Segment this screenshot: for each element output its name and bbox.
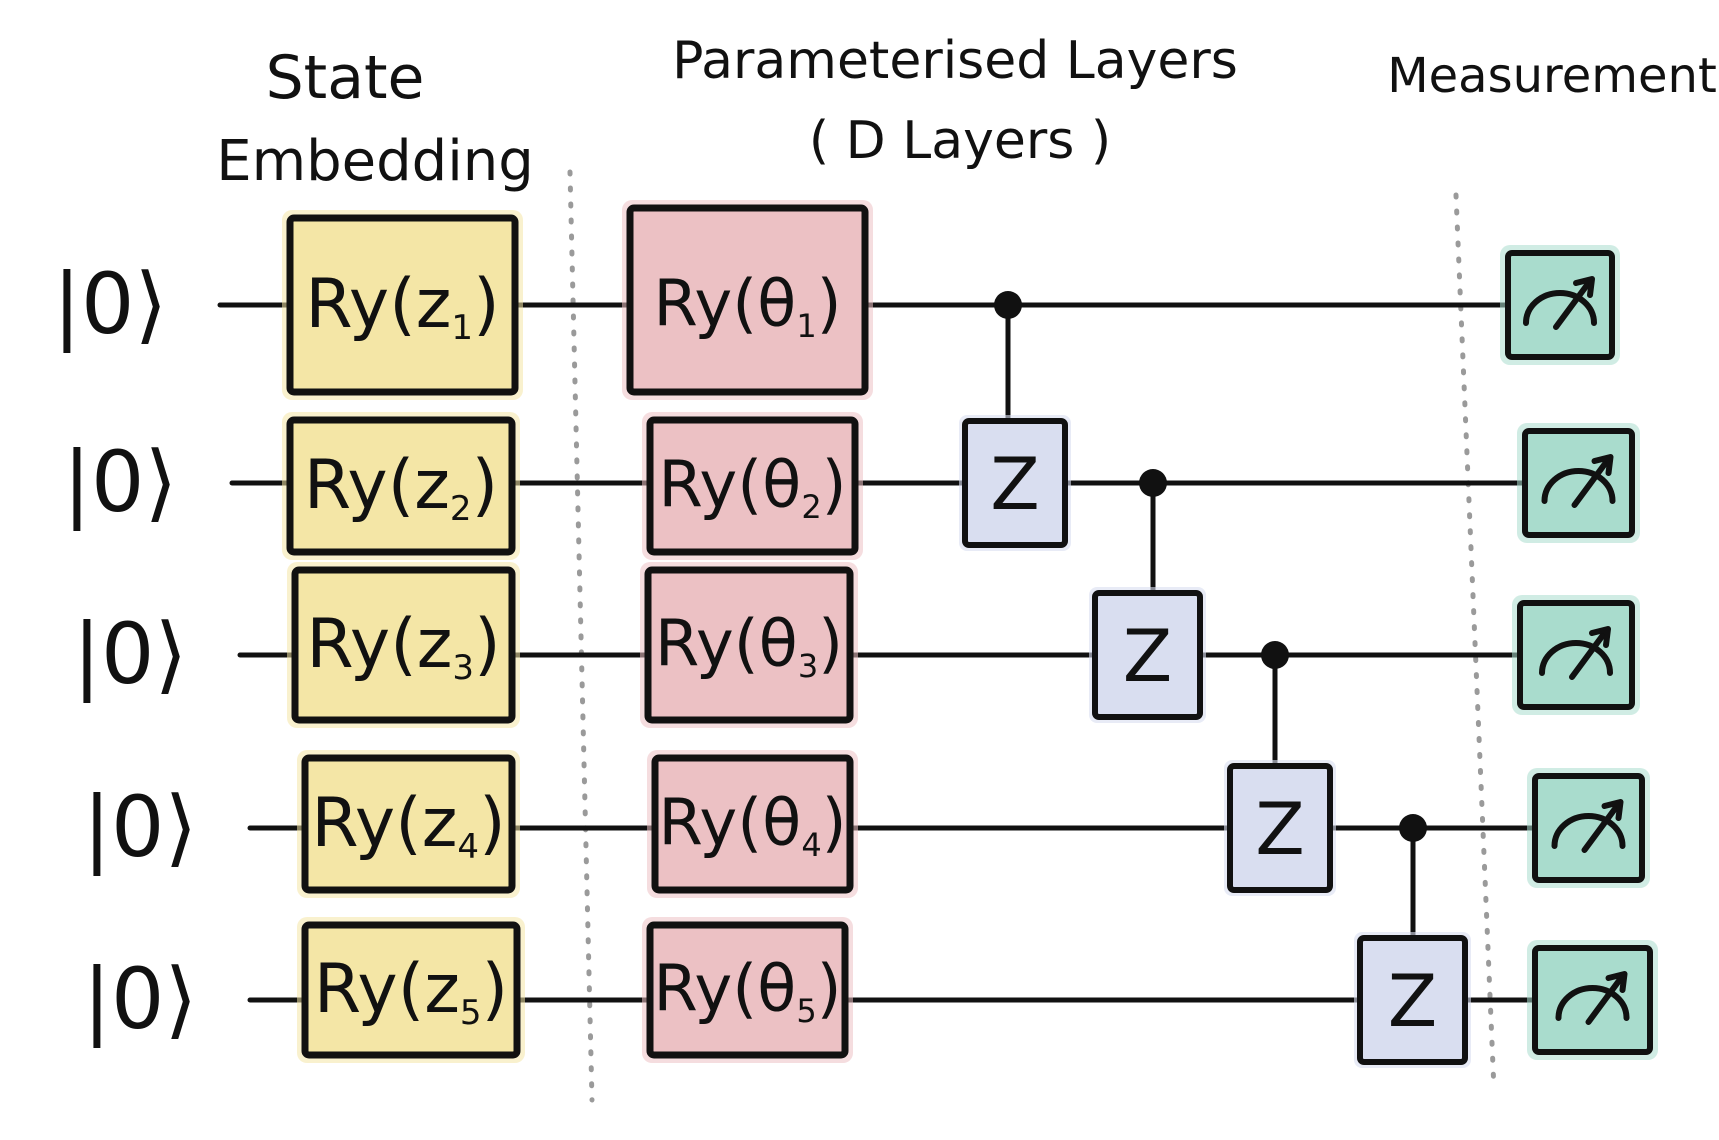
labels-group: |0⟩ |0⟩ |0⟩ |0⟩ |0⟩ Ry(z1) Ry(z2) Ry(z3) Ry(z4) R… xyxy=(53,255,847,1048)
cz-gate-label: Z xyxy=(1255,787,1304,871)
embedding-gate-box xyxy=(301,921,521,1059)
heading-d-layers: ( D Layers ) xyxy=(809,111,1111,171)
meter-arrowhead xyxy=(1605,971,1628,993)
measurement-gate-box xyxy=(1505,250,1615,360)
embedding-gate xyxy=(287,562,520,728)
cz-gate: Z xyxy=(959,415,1071,551)
cz-control-dot xyxy=(994,291,1022,319)
measurement-gate xyxy=(1527,768,1650,888)
meter-arc xyxy=(1555,985,1630,1021)
layer-gate-box xyxy=(626,204,869,396)
meter-needle xyxy=(1571,456,1612,508)
meter-arrowhead xyxy=(1589,626,1611,648)
embedding-gate-box xyxy=(286,416,516,556)
input-ket: |0⟩ xyxy=(83,950,198,1048)
embedding-gate-label: Ry(z4) xyxy=(311,784,505,867)
meter-needle xyxy=(1581,801,1622,853)
meter-arrowhead xyxy=(1601,799,1624,821)
meter-needle xyxy=(1553,278,1593,330)
cz-control-dot xyxy=(1139,469,1167,497)
layer-gate-label: Ry(θ3) xyxy=(655,607,843,685)
input-ket: |0⟩ xyxy=(73,605,188,703)
embedding-gate xyxy=(282,210,523,400)
cz-gate: Z xyxy=(1224,760,1336,896)
layer-gate xyxy=(622,200,873,400)
input-ket: |0⟩ xyxy=(63,433,178,531)
embedding-gate-box xyxy=(291,566,516,724)
cz-gate: Z xyxy=(1354,932,1471,1068)
embedding-gate-label: Ry(z2) xyxy=(304,446,498,529)
cz-control-dot xyxy=(1261,641,1289,669)
layer-gate-label: Ry(θ4) xyxy=(658,786,846,864)
meter-icon xyxy=(1523,276,1597,330)
meter-icon xyxy=(1539,626,1613,680)
meter-arc xyxy=(1539,640,1613,676)
measurement-gate xyxy=(1527,940,1658,1060)
embedding-gate xyxy=(282,412,520,560)
cz-control-dot xyxy=(1399,814,1427,842)
measurement-gate-box xyxy=(1517,600,1635,710)
meter-icon xyxy=(1555,971,1630,1025)
heading-state: State xyxy=(266,43,425,113)
measurement-gate xyxy=(1517,423,1640,543)
meter-arrowhead xyxy=(1573,276,1595,298)
cz-gate-box xyxy=(1092,590,1203,720)
meter-icon xyxy=(1551,799,1626,853)
divider-embedding-layers xyxy=(567,169,595,1103)
layer-gate-label: Ry(θ2) xyxy=(658,448,846,526)
meter-needle xyxy=(1569,628,1609,680)
embedding-gate-box xyxy=(286,214,519,396)
layer-gate xyxy=(642,917,853,1063)
input-ket: |0⟩ xyxy=(83,778,198,876)
gates-group xyxy=(282,200,1658,1063)
divider-layers-measurement xyxy=(1453,192,1497,1093)
meter-arc xyxy=(1551,813,1626,849)
embedding-gate xyxy=(297,750,520,898)
layer-gate-box xyxy=(651,754,854,894)
measurement-gate-box xyxy=(1532,773,1645,883)
cz-gate: Z xyxy=(1089,587,1206,723)
layer-gate-box xyxy=(646,921,849,1059)
layer-gate xyxy=(640,562,858,728)
input-ket: |0⟩ xyxy=(53,255,168,353)
measurement-gate-box xyxy=(1522,428,1635,538)
measurement-gate-box xyxy=(1532,945,1653,1055)
meter-arc xyxy=(1523,290,1597,326)
meter-icon xyxy=(1541,454,1616,508)
cz-group: Z Z Z Z xyxy=(959,291,1471,1068)
cz-gate-box xyxy=(962,418,1068,548)
embedding-gate-label: Ry(z1) xyxy=(305,265,499,348)
layer-gate-label: Ry(θ1) xyxy=(653,267,841,345)
embedding-gate xyxy=(297,917,525,1063)
heading-measurement: Measurement xyxy=(1387,48,1717,104)
cz-gate-box xyxy=(1357,935,1468,1065)
cz-gate-label: Z xyxy=(1388,959,1437,1043)
heading-embedding: Embedding xyxy=(216,129,534,194)
cz-gate-box xyxy=(1227,763,1333,893)
meter-arc xyxy=(1541,468,1616,504)
measurement-gate xyxy=(1500,245,1620,365)
layer-gate xyxy=(642,412,863,560)
embedding-gate-label: Ry(z5) xyxy=(314,950,508,1033)
measurement-gate xyxy=(1512,595,1640,715)
layer-gate xyxy=(647,750,858,898)
layer-gate-box xyxy=(646,416,859,556)
layer-gate-label: Ry(θ5) xyxy=(653,952,841,1030)
layer-gate-box xyxy=(644,566,854,724)
cz-gate-label: Z xyxy=(1123,614,1172,698)
embedding-gate-label: Ry(z3) xyxy=(306,605,500,688)
meter-arrowhead xyxy=(1591,454,1614,476)
cz-gate-label: Z xyxy=(990,442,1039,526)
embedding-gate-box xyxy=(301,754,516,894)
meter-needle xyxy=(1585,973,1626,1025)
heading-parameterised-layers: Parameterised Layers xyxy=(672,31,1238,91)
